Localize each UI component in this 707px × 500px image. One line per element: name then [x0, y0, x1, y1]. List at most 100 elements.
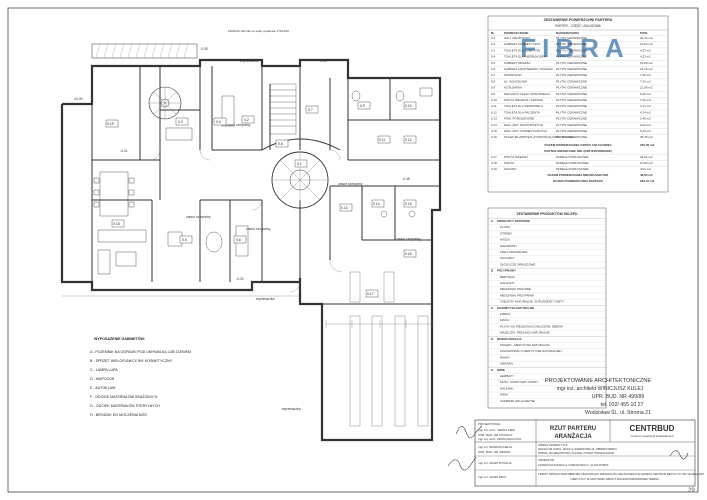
- room-table-cell: PŁYTKI CERAMICZNE: [556, 42, 587, 46]
- product-item: PŁATKI: [500, 225, 510, 229]
- product-item: MAKARONY: [500, 244, 517, 248]
- room-table-subtotal-label: RAZEM POWIERZCHNIA CZĘŚCI USŁUGOWEJ: [545, 142, 612, 147]
- equipment-item: G - ODCIEK MATERIAŁÓW STERYLNYCH: [90, 403, 160, 408]
- room-mark: 0.19: [105, 119, 119, 128]
- room-table-cell: MAG. ART. KOSMETYCZNYCH: [504, 129, 547, 133]
- stamp-line: PROJEKTOWANIE ARCHITEKTONICZNE: [545, 378, 651, 384]
- bathroom-fixtures: [351, 87, 433, 218]
- room-table-cell: 0.9: [491, 86, 496, 90]
- sofa: [97, 229, 147, 275]
- assistant-name: mgr inż. ADAM RYCHLIK: [478, 461, 512, 465]
- product-group-code: D: [491, 337, 494, 341]
- product-group-code: C: [491, 306, 494, 310]
- equipment-item: B - SPRZĘT WIELOFUNKCYJNY KOSMETYCZNY: [90, 359, 173, 363]
- signatures: [447, 425, 689, 471]
- stair-flight: [269, 83, 297, 135]
- plan-top-note: 1000x40 zbiornik na wody opadowe 170x/19…: [228, 29, 289, 33]
- equipment-item: F - ODCIEK MATERIAŁÓW SKAŻONYCH: [90, 394, 158, 399]
- room-table-cell: POKÓJ: [504, 160, 515, 165]
- page-number: 29: [688, 488, 695, 494]
- treatment-beds: [165, 95, 249, 257]
- room-table-cell: HALL WEJŚCIOWY: [504, 35, 531, 40]
- room-table-cell: 5,24 m2: [640, 129, 651, 133]
- product-group-name: KOSMETYKI NATURALNE: [497, 306, 534, 310]
- svg-text:0.6: 0.6: [236, 238, 241, 242]
- room-table-cell: GABINET KOSMETYCZNY: [504, 42, 541, 46]
- terrace-top: [91, 43, 198, 59]
- room-table-cell: PŁYTKI CERAMICZNE: [556, 73, 587, 77]
- room-table-cell: 0.17: [491, 155, 497, 159]
- hall-arc: [261, 138, 341, 151]
- room-mark: 0.8: [275, 139, 289, 148]
- room-table-cell: TOALETA DLA KLIENTÓW: [504, 47, 540, 52]
- checker-name: mgr inż. arch. ADAM MACLOCH: [478, 437, 521, 441]
- room-table-cell: WIATROŁAP: [504, 73, 521, 77]
- svg-text:0.8: 0.8: [278, 142, 283, 146]
- plan-annotations: 1000x40 zbiornik na wody opadowe 170x/19…: [74, 29, 421, 411]
- svg-text:0.2: 0.2: [244, 118, 249, 122]
- product-item: KSIĄŻKI - MEDYCYNA NATURALNA: [500, 342, 550, 347]
- svg-text:0.16: 0.16: [405, 252, 412, 256]
- room-table-cell: 0.10: [491, 98, 497, 102]
- product-item: BERTRAM: [500, 275, 515, 279]
- product-group-name: PRODUKTY ZBOŻOWE: [497, 218, 530, 223]
- product-item: SŁODYCZE ORKISZOWE: [500, 262, 535, 266]
- room-mark: 0.17: [365, 289, 379, 298]
- level-mark: -0,01: [120, 149, 128, 153]
- level-mark: -0,02: [236, 277, 244, 281]
- room-table-cell: 5,09 m2: [640, 92, 651, 96]
- room-mark: 0.7: [305, 105, 319, 114]
- room-table-cell: PŁYTKI CERAMICZNE: [556, 55, 587, 59]
- equipment-item: H - BRODZIK DO MOCZENIA NÓG: [90, 412, 147, 417]
- room-table-subtitle: PARTER - CZĘŚĆ USŁUGOWA: [555, 23, 602, 28]
- constructor-license: UPR. BUD. NR 4/820/97: [478, 450, 511, 454]
- room-table-cell: MAG. ART. SPOŻYWCZYCH: [504, 122, 543, 127]
- product-group-name: DEWOCJONALIA: [497, 337, 523, 341]
- svg-text:0.3: 0.3: [178, 120, 183, 124]
- room-table-total-value: 283,91 m2: [640, 179, 655, 183]
- room-table-cell: 0.19: [491, 167, 497, 171]
- dimension-lines: [62, 295, 433, 328]
- plan-label: zawór czerpalny: [338, 182, 363, 186]
- room-table-cell: 34,34 m2: [640, 36, 653, 40]
- svg-text:0.14: 0.14: [373, 202, 380, 206]
- address-text: DZIAŁKI NR 1009/1, 1001/3 ul. ŚWIERKOWA …: [538, 446, 617, 451]
- sheet-frame: [7, 7, 699, 493]
- room-table-cell: 16,15 m2: [640, 67, 653, 71]
- svg-text:0.10: 0.10: [405, 104, 412, 108]
- product-item: OTRĘBY: [500, 231, 512, 235]
- room-mark: 0.11: [377, 135, 391, 144]
- product-item: PŁYNY DO PIELĘGNACJI WŁOSÓW, ZĘBÓW: [500, 323, 563, 328]
- room-mark: 0.9: [357, 101, 371, 110]
- room-table-cell: 0.15: [491, 129, 497, 133]
- subject-label: TEMAT OPRACOWANIA: [538, 472, 571, 476]
- product-item: NALEWKI: [500, 386, 514, 390]
- room-table-cell: 4,01 m2: [640, 167, 651, 171]
- product-item: KASZA: [500, 238, 510, 242]
- room-table-cell: PŁYTKI CERAMICZNE: [556, 104, 587, 108]
- plan-label: wycieraczka: [256, 297, 275, 301]
- investor-text: KATARZYNA KONSKA ul. KORFANTEGO 2, 44-20…: [538, 463, 609, 467]
- product-group-name: PRZYPRAWY: [497, 269, 516, 273]
- investor-label: INWESTOR: [538, 458, 555, 462]
- room-table-header-cell: POW.: [640, 31, 648, 35]
- room-table-cell: PŁYTKI CERAMICZNE: [556, 129, 587, 133]
- product-item: RAMKI: [500, 355, 510, 359]
- dining-set: [93, 171, 135, 217]
- room-table-cell: 4,74 m2: [640, 110, 651, 114]
- product-group-code: B: [491, 269, 494, 273]
- room-table-cell: PŁYTKI CERAMICZNE: [556, 117, 587, 121]
- product-item: OBRAZKI: [500, 362, 513, 366]
- product-item: WINA: [500, 393, 508, 397]
- product-item: MAŚCI: [500, 317, 510, 322]
- room-table-cell: 7,03 m2: [640, 98, 651, 102]
- room-table-cell: SKLEP ZE ZDROWĄ ŻYWNOŚCIĄ ORAZ ZIOŁAMI: [504, 134, 574, 139]
- equipment-item: E - AUTOKLAW: [90, 386, 116, 390]
- svg-text:0.1: 0.1: [297, 162, 302, 166]
- shop-shelves: [349, 271, 429, 427]
- room-table-cell: POKÓJ DZIENNY: [504, 154, 528, 159]
- product-group-code: A: [491, 219, 494, 223]
- room-table-cell: PŁYTKI CERAMICZNE: [556, 92, 587, 96]
